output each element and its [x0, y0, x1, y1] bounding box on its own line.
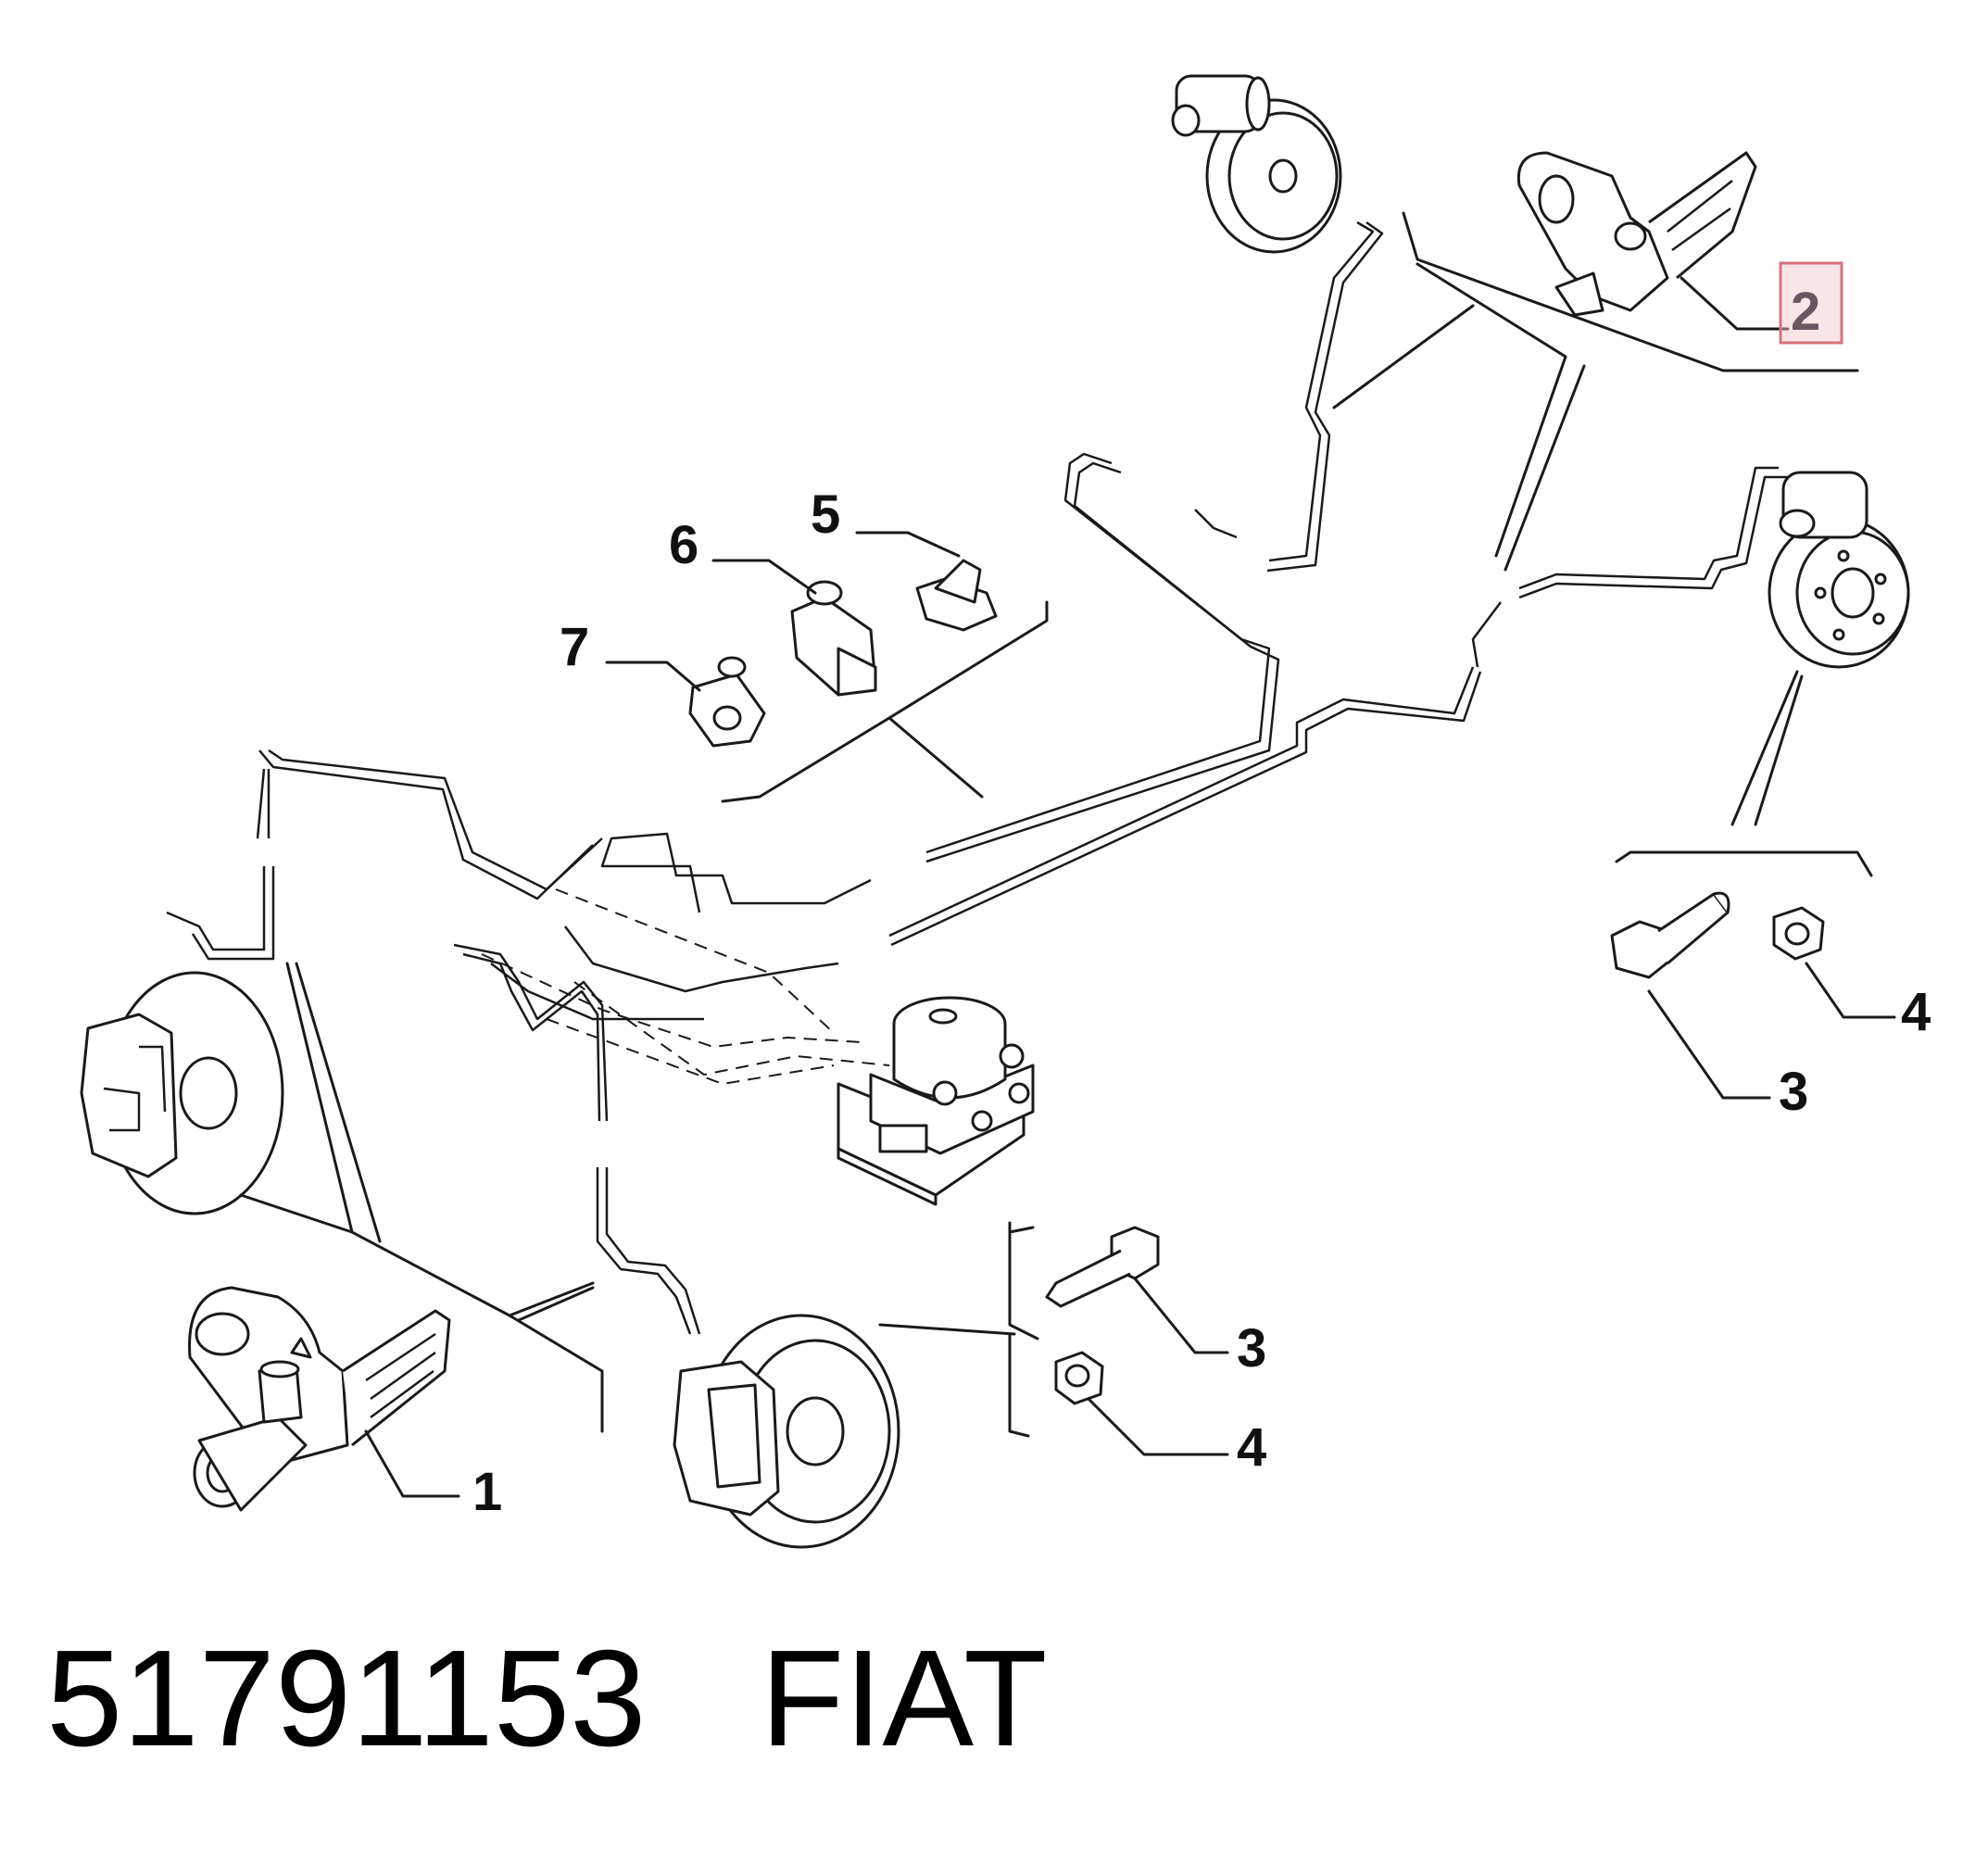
caption-gap: [647, 1622, 761, 1775]
part-number: 51791153: [46, 1622, 647, 1775]
callout-labels: 2 4 3 3 4 1 5 6 7: [472, 261, 1931, 1522]
callout-3-lower: 3: [1237, 1318, 1266, 1378]
nut-part-4-right: [1772, 906, 1825, 961]
upper-wheel-hub: [1171, 74, 1342, 254]
brake-line-exploded-diagram: 2 4 3 3 4 1 5 6 7: [80, 74, 1931, 1549]
callout-4-lower: 4: [1237, 1417, 1266, 1478]
grommet-part-7: [688, 656, 766, 748]
left-wheel-brake: [80, 971, 284, 1215]
callout-2: 2: [1791, 282, 1820, 342]
bolt-part-3-lower: [1045, 1226, 1160, 1308]
bracket-part-6: [790, 580, 877, 697]
abs-sensor-part-2: [1516, 151, 1757, 317]
callout-connectors: [364, 276, 1896, 1498]
callout-1: 1: [472, 1462, 502, 1522]
callout-3-right: 3: [1779, 1062, 1808, 1122]
right-wheel-hub: [1768, 471, 1910, 669]
clip-part-5: [915, 559, 998, 632]
abs-modulator: [837, 996, 1035, 1206]
callout-7: 7: [560, 617, 589, 677]
callout-2-highlight: [1779, 261, 1843, 345]
front-wheel-disc-caliper: [673, 1314, 900, 1549]
brake-pipes: [166, 220, 1788, 1335]
leader-lines: [239, 211, 1873, 1438]
part-number-caption: 51791153 FIAT: [46, 1630, 1048, 1768]
bolt-part-3-right: [1610, 891, 1730, 979]
nut-part-4-lower: [1054, 1351, 1104, 1405]
callout-6: 6: [669, 515, 698, 575]
callout-4-right: 4: [1901, 982, 1931, 1042]
brand-name: FIAT: [760, 1622, 1048, 1775]
callout-5: 5: [811, 485, 840, 545]
abs-sensor-part-1: [188, 1286, 451, 1512]
